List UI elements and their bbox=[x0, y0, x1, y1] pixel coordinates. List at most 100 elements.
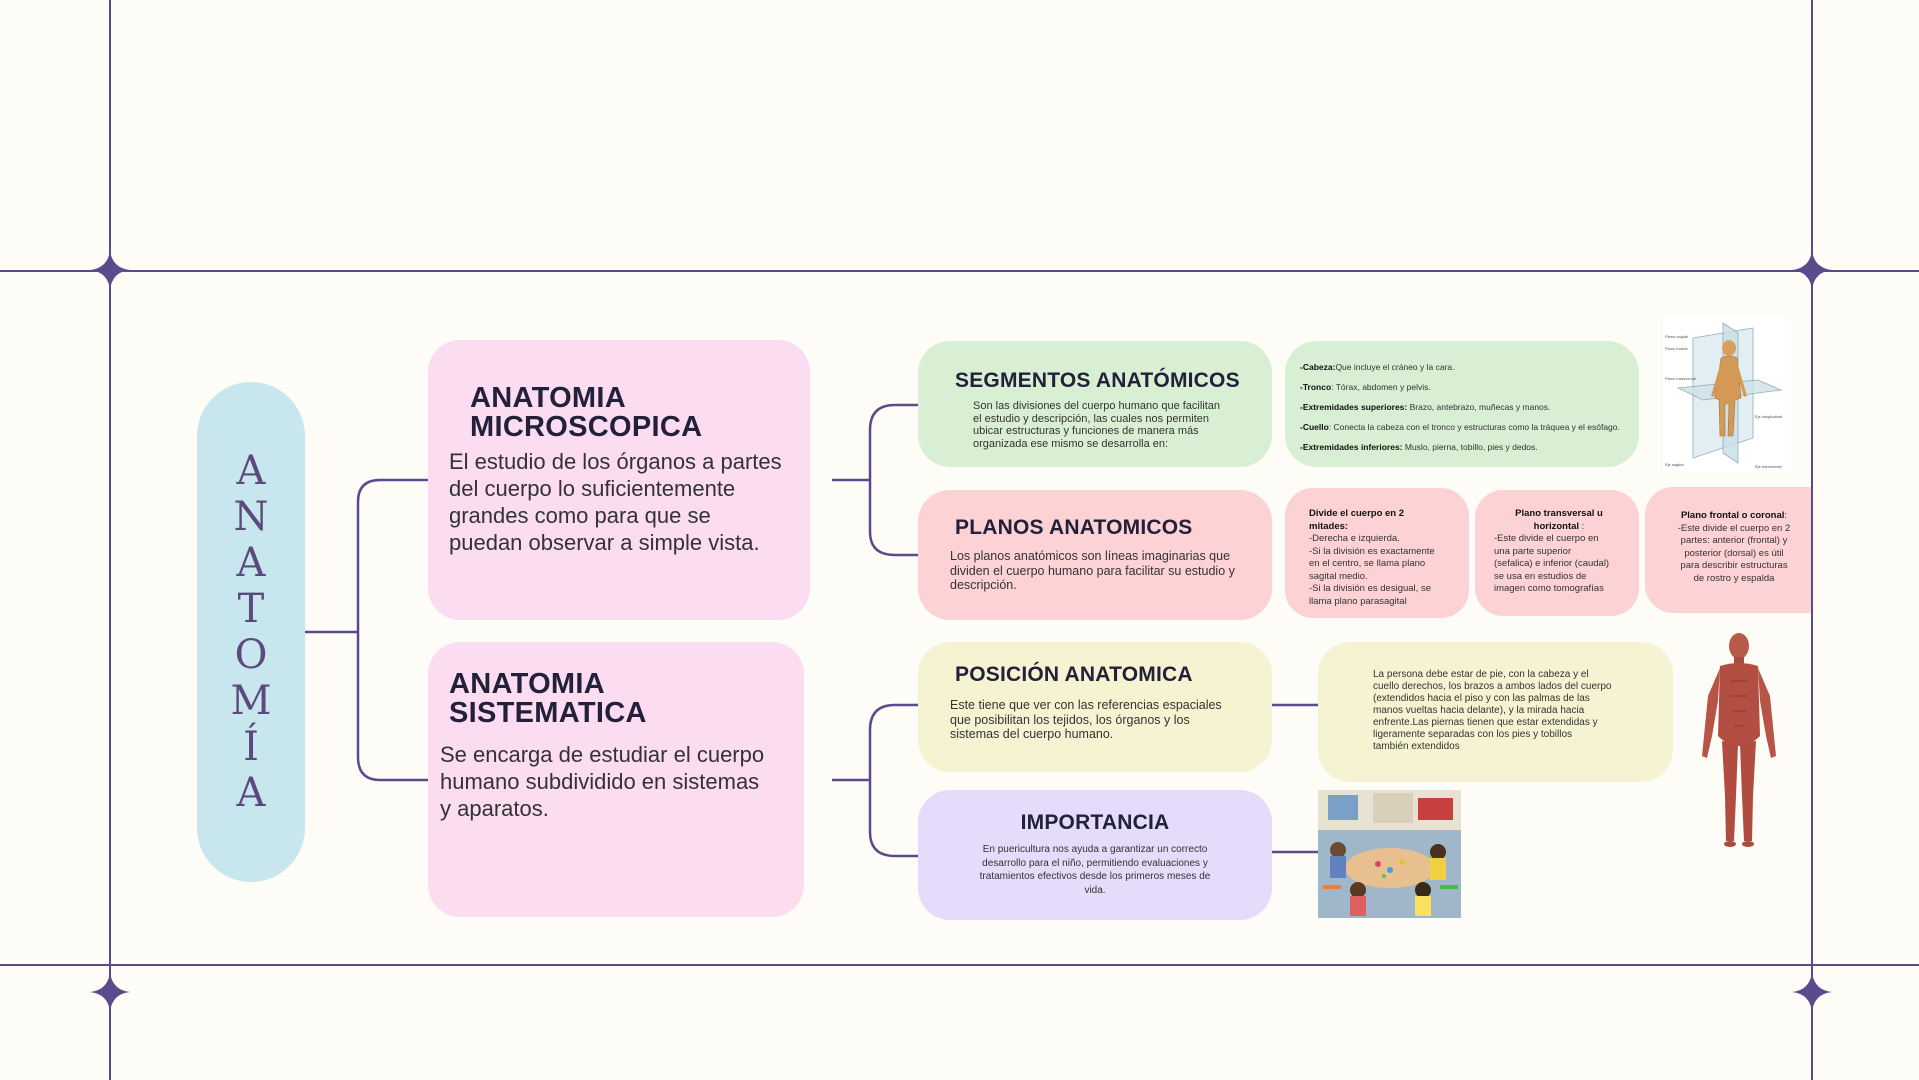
plano-title: Divide el cuerpo en 2 bbox=[1309, 508, 1405, 519]
star-icon bbox=[90, 972, 130, 1012]
desc-line: puedan observar a simple vista. bbox=[449, 530, 760, 555]
detail-line: manos vueltas hacia delante), y la mirad… bbox=[1373, 705, 1585, 716]
plano-frontal-text: Plano frontal o coronal: -Este divide el… bbox=[1668, 510, 1800, 585]
body-planes-diagram: Plano sagital Plano frontal Plano transv… bbox=[1663, 318, 1791, 473]
anatomical-position-figure bbox=[1690, 626, 1788, 852]
detail-line: también extendidos bbox=[1373, 741, 1460, 752]
title-line: MICROSCOPICA bbox=[470, 411, 703, 443]
plano-line: de rostro y espalda bbox=[1693, 572, 1775, 584]
desc-line: vida. bbox=[1084, 884, 1106, 896]
root-letter: A bbox=[236, 448, 266, 494]
desc-line: Los planos anatómicos son líneas imagina… bbox=[950, 549, 1231, 563]
plano-line: imagen como tomografías bbox=[1494, 583, 1604, 594]
desc-line: sistemas del cuerpo humano. bbox=[950, 727, 1114, 741]
anatomia-microscopica-card bbox=[428, 340, 810, 620]
detail-line: enfrente.Las piernas tienen que estar ex… bbox=[1373, 717, 1598, 728]
plano-title: Plano frontal o coronal: bbox=[1680, 510, 1788, 521]
anatomia-sistematica-card bbox=[428, 642, 804, 917]
posicion-description: Este tiene que ver con las referencias e… bbox=[950, 698, 1222, 742]
plano-line: llama plano parasagital bbox=[1309, 595, 1407, 607]
segmentos-description: Son las divisiones del cuerpo humano que… bbox=[973, 400, 1220, 450]
children-classroom-photo bbox=[1318, 790, 1461, 918]
desc-line: del cuerpo lo suficientemente bbox=[449, 476, 736, 501]
importancia-card bbox=[918, 790, 1272, 920]
segmento-item: -Cuello: Conecta la cabeza con el tronco… bbox=[1300, 422, 1620, 432]
planos-card bbox=[918, 490, 1272, 620]
plano-title: mitades: bbox=[1309, 520, 1349, 532]
desc-line: el estudio y descripción, las cuales nos… bbox=[973, 412, 1210, 425]
desc-line: Este tiene que ver con las referencias e… bbox=[950, 698, 1222, 712]
detail-line: La persona debe estar de pie, con la cab… bbox=[1373, 669, 1589, 680]
posicion-card bbox=[918, 642, 1272, 772]
segmento-item: -Extremidades superiores: Brazo, antebra… bbox=[1300, 402, 1551, 412]
plano-transversal-card bbox=[1475, 490, 1639, 616]
importancia-title: IMPORTANCIA bbox=[1020, 811, 1170, 834]
desc-line: y aparatos. bbox=[440, 796, 549, 821]
root-letter: O bbox=[234, 632, 268, 678]
segmentos-card bbox=[918, 341, 1272, 467]
segmento-item: -Extremidades inferiores: Muslo, pierna,… bbox=[1300, 442, 1538, 452]
frame-line-top bbox=[0, 270, 1919, 272]
desc-line: organizada ese mismo se desarrolla en: bbox=[973, 437, 1169, 450]
segmentos-list: -Cabeza:Que incluye el cráneo y la cara.… bbox=[1300, 357, 1635, 457]
root-letter: A bbox=[236, 540, 266, 586]
segmentos-list-card bbox=[1285, 341, 1639, 467]
plano-line: se usa en estudios de bbox=[1494, 570, 1587, 582]
plano-line: posterior (dorsal) es útil bbox=[1684, 547, 1784, 559]
plano-line: sagital medio. bbox=[1309, 570, 1368, 582]
plano-title: Plano transversal u bbox=[1515, 508, 1603, 519]
root-letter: M bbox=[230, 678, 272, 724]
svg-text:Plano frontal: Plano frontal bbox=[1665, 346, 1688, 351]
plano-transversal-text: Plano transversal u horizontal : -Este d… bbox=[1494, 508, 1624, 596]
desc-line: tratamientos efectivos desde los primero… bbox=[979, 871, 1211, 882]
svg-text:Plano transversal: Plano transversal bbox=[1665, 376, 1696, 381]
plano-title: horizontal : bbox=[1533, 520, 1585, 532]
plano-line: -Este divide el cuerpo en bbox=[1494, 533, 1599, 544]
desc-line: Son las divisiones del cuerpo humano que… bbox=[973, 400, 1221, 412]
root-letter: N bbox=[233, 494, 269, 540]
desc-line: que posibilitan los tejidos, los órganos… bbox=[950, 712, 1190, 727]
posicion-title: POSICIÓN ANATOMICA bbox=[955, 663, 1193, 686]
detail-line: ligeramente separadas con los pies y tob… bbox=[1373, 729, 1572, 740]
microscopica-description: El estudio de los órganos a partes del c… bbox=[449, 448, 782, 556]
desc-line: Se encarga de estudiar el cuerpo bbox=[440, 742, 765, 767]
sistematica-title: ANATOMIA SISTEMATICA bbox=[449, 670, 647, 728]
frame-line-right bbox=[1811, 0, 1813, 1080]
svg-text:Plano sagital: Plano sagital bbox=[1665, 334, 1688, 339]
planos-title: PLANOS ANATOMICOS bbox=[955, 516, 1193, 539]
title-line: SISTEMATICA bbox=[449, 697, 647, 729]
plano-frontal-card bbox=[1645, 487, 1811, 613]
segmentos-title: SEGMENTOS ANATÓMICOS bbox=[955, 369, 1240, 392]
title-line: ANATOMIA bbox=[470, 382, 626, 414]
detail-line: cuello derechos, los brazos a ambos lado… bbox=[1373, 681, 1612, 692]
svg-text:Eje longitudinal: Eje longitudinal bbox=[1755, 414, 1782, 419]
plano-line: -Este divide el cuerpo en 2 bbox=[1677, 522, 1791, 534]
detail-line: (extendidos hacia el piso y con las palm… bbox=[1373, 693, 1590, 704]
svg-text:Eje transversal: Eje transversal bbox=[1755, 464, 1782, 469]
root-letter: Í bbox=[243, 724, 259, 770]
plano-line: -Si la división es exactamente bbox=[1309, 545, 1435, 557]
desc-line: dividen el cuerpo humano para facilitar … bbox=[950, 563, 1235, 578]
plano-line: una parte superior bbox=[1494, 545, 1572, 557]
plano-line: -Si la división es desigual, se bbox=[1309, 583, 1431, 594]
plano-sagital-card bbox=[1285, 488, 1469, 618]
plano-sagital-text: Divide el cuerpo en 2 mitades: -Derecha … bbox=[1309, 508, 1435, 608]
planos-description: Los planos anatómicos son líneas imagina… bbox=[950, 549, 1235, 593]
desc-line: humano subdividido en sistemas bbox=[440, 769, 760, 794]
desc-line: El estudio de los órganos a partes bbox=[449, 449, 782, 474]
plano-line: partes: anterior (frontal) y bbox=[1680, 535, 1788, 546]
posicion-detail-card bbox=[1318, 642, 1673, 782]
plano-line: -Derecha e izquierda. bbox=[1309, 533, 1400, 544]
star-icon bbox=[1792, 972, 1832, 1012]
segmento-item: -Cabeza:Que incluye el cráneo y la cara. bbox=[1300, 362, 1455, 372]
title-line: ANATOMIA bbox=[449, 668, 605, 700]
plano-line: en el centro, se llama plano bbox=[1309, 558, 1426, 569]
svg-text:Eje sagital: Eje sagital bbox=[1665, 462, 1684, 467]
frame-line-left bbox=[109, 0, 111, 1080]
root-letter: A bbox=[236, 770, 266, 816]
plano-line: (sefalica) e inferior (caudal) bbox=[1494, 558, 1610, 569]
importancia-description: En puericultura nos ayuda a garantizar u… bbox=[918, 843, 1272, 897]
desc-line: En puericultura nos ayuda a garantizar u… bbox=[982, 844, 1208, 855]
star-icon bbox=[90, 250, 130, 290]
